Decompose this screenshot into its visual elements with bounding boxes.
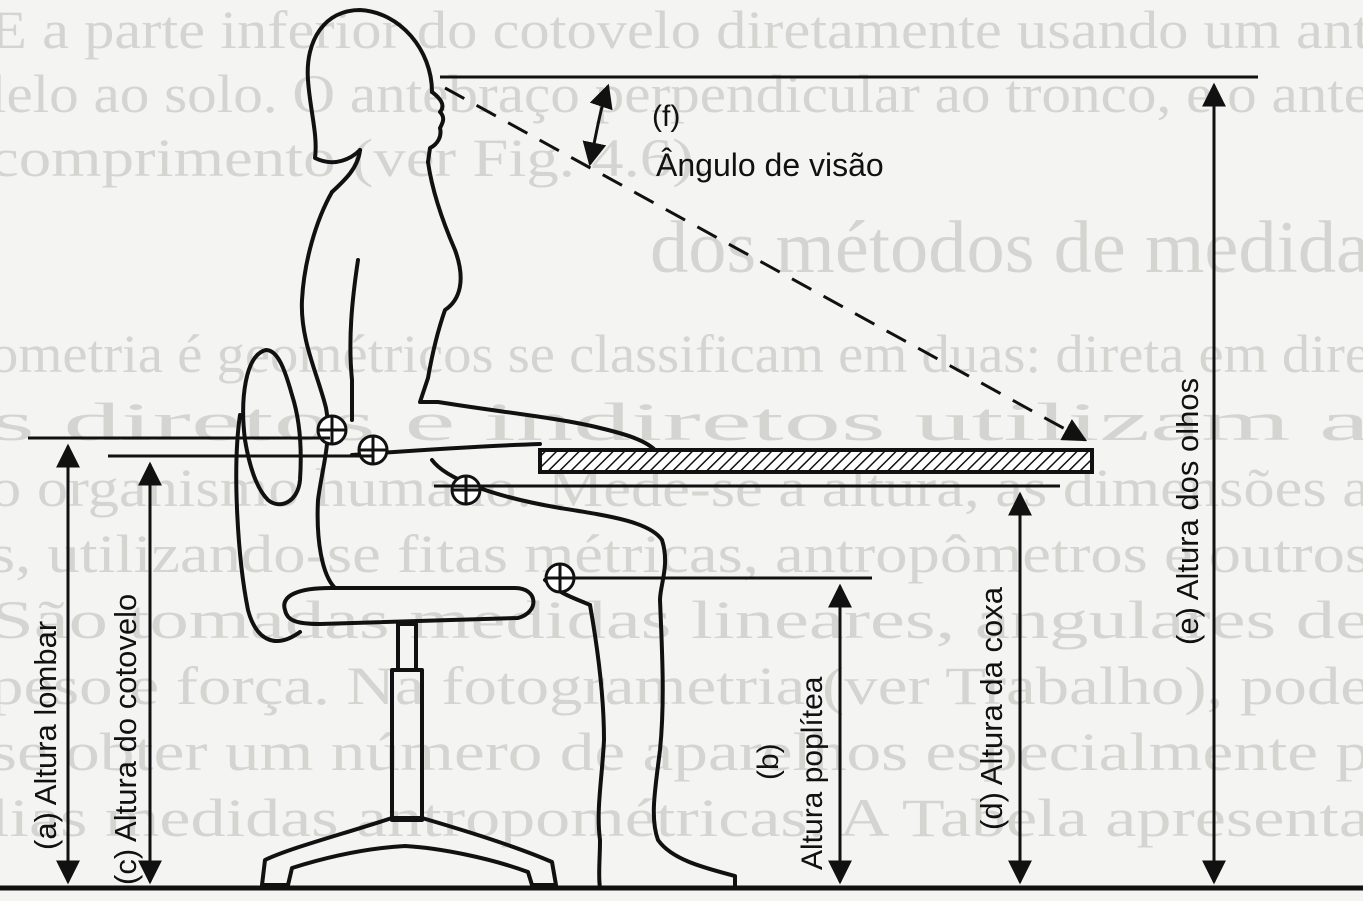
chair-backrest: [241, 348, 303, 507]
background-text-line: s, utilizando-se fitas métricas, antropô…: [0, 524, 1363, 584]
torso-back: [299, 190, 337, 590]
background-text-line: lias medidas antropométricas. A Tabela a…: [0, 788, 1363, 848]
table: [538, 448, 1094, 474]
torso-front: [418, 160, 657, 452]
background-text-line: dos métodos de medida: [650, 207, 1363, 289]
label-f-viewing-angle: Ângulo de visão: [656, 147, 884, 183]
seated-person: [299, 8, 737, 890]
arrow-f-viewing-angle: [582, 83, 613, 167]
label-c-elbow-height: (c) Altura do cotovelo: [108, 594, 143, 885]
label-d-thigh-height: (d) Altura da coxa: [974, 586, 1009, 830]
label-a-lumbar-height: (a) Altura lombar: [28, 621, 63, 850]
label-f-letter: (f): [652, 100, 680, 133]
background-text-line: lelo ao solo. O antebraço perpendicular …: [0, 64, 1363, 124]
measurement-lines: [28, 75, 1258, 580]
chair-seat: [282, 586, 536, 626]
neck-back: [330, 148, 362, 194]
dimension-arrows: [56, 82, 1226, 885]
calf-back: [588, 603, 606, 890]
label-b-letter: (b): [752, 743, 785, 780]
popliteal-point-marker: [544, 562, 576, 594]
background-text-line: ometria é geométricos se classificam em …: [0, 324, 1363, 384]
table-top: [538, 448, 1094, 474]
lumbar-point-marker: [316, 414, 348, 446]
labels: (f) Ângulo de visão (a) Altura lombar (c…: [28, 100, 1205, 885]
background-text-line: São tomadas medidas lineares, angulares …: [0, 590, 1363, 650]
face-profile: [426, 90, 446, 164]
background-text-line: se obter um número de aparelhos especial…: [0, 722, 1363, 782]
arm-back: [348, 258, 360, 422]
label-e-eye-height: (e) Altura dos olhos: [1170, 378, 1205, 645]
background-text-line: E a parte inferior do cotovelo diretamen…: [0, 0, 1363, 60]
label-b-popliteal-height: Altura poplítea: [796, 676, 829, 870]
elbow-point-marker: [357, 434, 389, 466]
background-text: E a parte inferior do cotovelo diretamen…: [0, 0, 1363, 848]
background-text-line: comprimento (ver Fig. 4.6).: [0, 128, 710, 188]
chair: [234, 348, 558, 887]
background-text-line: peso e força. Na fotogrametria (ver Trab…: [0, 656, 1363, 716]
shin-front: [651, 598, 737, 890]
background-text-line: s diretos e indiretos utilizam a: [0, 392, 1363, 452]
thigh-point-marker: [450, 474, 482, 506]
chair-base: [260, 816, 558, 887]
chair-back-support: [234, 413, 302, 643]
head-hair: [305, 8, 434, 165]
line-of-sight-dashed: [444, 86, 1088, 442]
